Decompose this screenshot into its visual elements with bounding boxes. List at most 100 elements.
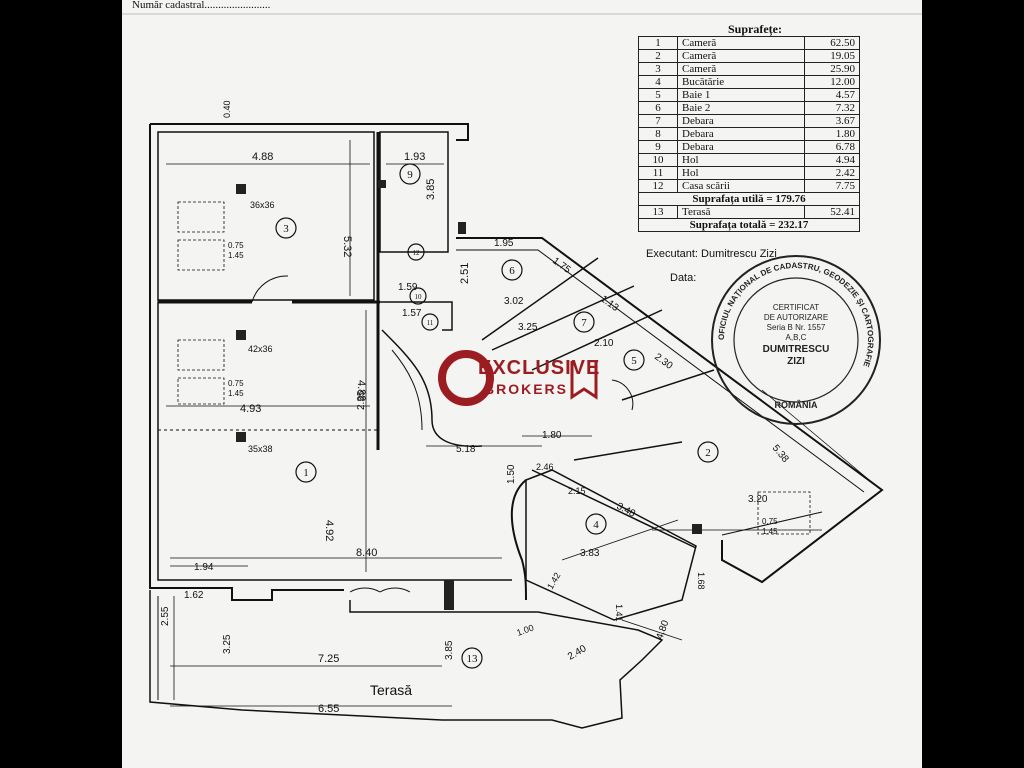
stamp-line-1: CERTIFICAT: [773, 303, 819, 312]
area-row-value: 3.67: [804, 114, 860, 128]
terrace-label: Terasă: [370, 682, 413, 698]
terrace-row-number: 13: [638, 205, 678, 219]
area-row-name: Hol: [677, 166, 805, 180]
watermark-line-2: BROKERS: [484, 381, 569, 397]
area-row-name: Cameră: [677, 49, 805, 63]
area-row-value: 12.00: [804, 75, 860, 89]
area-row-value: 1.80: [804, 127, 860, 141]
cadastral-number-header: Număr cadastral........................: [132, 0, 271, 11]
area-row-number: 1: [638, 36, 678, 50]
area-row-name: Baie 2: [677, 101, 805, 115]
dim-3-85-terrace: 3.85: [444, 640, 455, 660]
dim-2-40: 2.40: [566, 643, 589, 662]
floor-plan-drawing: 1 2 3 4 5 6 7 9 10 11 12 13 0.40 4.88 1.…: [122, 0, 922, 729]
dim-2-55: 2.55: [160, 606, 171, 626]
area-row-name: Debara: [677, 140, 805, 154]
cadastre-authorization-stamp: OFICIUL NAȚIONAL DE CADASTRU, GEODEZIE Ș…: [708, 252, 884, 428]
room-3-label: 3: [283, 223, 289, 235]
dim-3-85-closet: 3.85: [425, 179, 437, 200]
area-row-name: Baie 1: [677, 88, 805, 102]
floor-plan-document: 1 2 3 4 5 6 7 9 10 11 12 13 0.40 4.88 1.…: [122, 0, 922, 768]
dim-4-88: 4.88: [252, 151, 273, 163]
window-size-35x38: 35x38: [248, 444, 273, 454]
area-row-name: Hol: [677, 153, 805, 167]
window-0-75-c: 0.75: [762, 517, 778, 526]
area-row-number: 7: [638, 114, 678, 128]
area-row-number: 4: [638, 75, 678, 89]
room-9-label: 9: [407, 169, 413, 181]
dim-1-57: 1.57: [402, 308, 422, 319]
stamp-line-5: DUMITRESCU: [763, 344, 830, 355]
room-7-label: 7: [581, 317, 587, 329]
window-0-75-a: 0.75: [228, 241, 244, 250]
area-row-name: Debara: [677, 114, 805, 128]
dim-5-32: 5.32: [341, 236, 353, 257]
terrace-row-name: Terasă: [677, 205, 805, 219]
dim-0-40: 0.40: [222, 100, 232, 118]
dim-2-46: 2.46: [536, 462, 554, 472]
window-size-42x36: 42x36: [248, 344, 273, 354]
dim-3-02: 3.02: [504, 296, 524, 307]
dim-1-94: 1.94: [194, 562, 214, 573]
dim-2-10: 2.10: [594, 338, 614, 349]
dim-2-51: 2.51: [459, 263, 471, 284]
exclusive-brokers-watermark: EXCLUSIVE BROKERS: [438, 343, 608, 413]
area-row-name: Cameră: [677, 62, 805, 76]
area-row-value: 19.05: [804, 49, 860, 63]
executant-label: Executant: Dumitrescu Zizi: [646, 248, 777, 260]
area-row-number: 8: [638, 127, 678, 141]
dim-1-93: 1.93: [404, 151, 425, 163]
stamp-line-6: ZIZI: [787, 356, 805, 367]
area-row-number: 10: [638, 153, 678, 167]
room-6-label: 6: [509, 265, 515, 277]
dim-1-62: 1.62: [184, 590, 204, 601]
dim-2-35: 2.35: [356, 390, 367, 410]
area-row-name: Casa scării: [677, 179, 805, 193]
room-5-label: 5: [631, 355, 637, 367]
dim-8-40: 8.40: [356, 547, 377, 559]
stamp-line-3: Seria B Nr. 1557: [767, 323, 826, 332]
window-1-45-b: 1.45: [228, 389, 244, 398]
area-row-number: 6: [638, 101, 678, 115]
area-row-number: 3: [638, 62, 678, 76]
dim-1-95: 1.95: [494, 238, 514, 249]
area-row-name: Cameră: [677, 36, 805, 50]
area-row-value: 4.94: [804, 153, 860, 167]
dim-6-55: 6.55: [318, 703, 339, 715]
dim-3-20: 3.20: [748, 494, 768, 505]
area-row-name: Debara: [677, 127, 805, 141]
room-13-label: 13: [467, 653, 479, 665]
dim-2-15: 2.15: [568, 486, 586, 496]
dim-1-41: 1.41: [614, 604, 624, 622]
areas-table-title: Suprafețe:: [728, 22, 782, 36]
dim-1-80: 1.80: [542, 430, 562, 441]
area-row-number: 2: [638, 49, 678, 63]
dim-3-83: 3.83: [580, 548, 600, 559]
dim-5-18: 5.18: [456, 444, 476, 455]
useful-total-row: Suprafața utilă = 179.76: [638, 192, 860, 206]
window-1-45-a: 1.45: [228, 251, 244, 260]
dim-7-25: 7.25: [318, 653, 339, 665]
dim-1-50: 1.50: [506, 464, 517, 484]
stamp-line-2: DE AUTORIZARE: [764, 313, 828, 322]
dim-3-48: 3.48: [615, 501, 638, 520]
area-row-number: 9: [638, 140, 678, 154]
area-row-value: 7.32: [804, 101, 860, 115]
area-row-number: 12: [638, 179, 678, 193]
dim-1-59: 1.59: [398, 282, 418, 293]
watermark-line-1: EXCLUSIVE: [478, 357, 601, 379]
dim-4-93: 4.93: [240, 403, 261, 415]
room-4-label: 4: [593, 519, 599, 531]
dim-1-68: 1.68: [696, 572, 706, 590]
area-row-name: Bucătărie: [677, 75, 805, 89]
